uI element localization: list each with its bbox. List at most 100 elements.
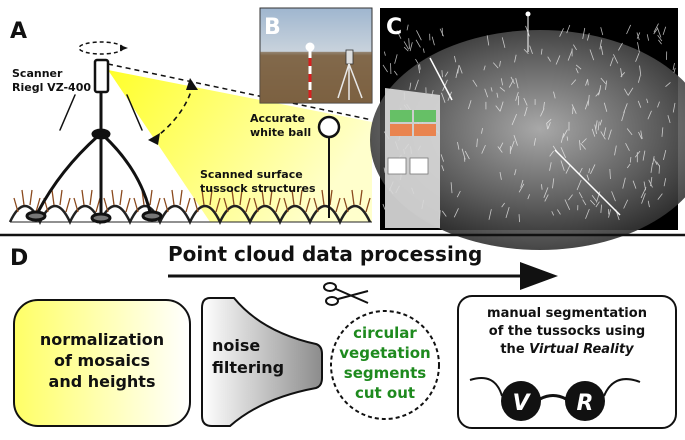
field-ground xyxy=(260,52,372,103)
point-cloud-stroke xyxy=(603,127,607,136)
point-cloud-stroke xyxy=(625,143,630,151)
point-cloud-stroke xyxy=(441,165,445,172)
vr-label-1: manual segmentation xyxy=(487,306,647,321)
vr-controller-ray-1 xyxy=(429,57,453,101)
point-cloud-stroke xyxy=(488,209,492,220)
point-cloud-stroke xyxy=(590,164,596,175)
tripod xyxy=(25,90,163,224)
point-cloud-stroke xyxy=(543,187,549,198)
double-arrow-icon xyxy=(154,84,194,139)
point-cloud-stroke xyxy=(636,32,640,41)
point-cloud-stroke xyxy=(657,101,660,108)
point-cloud-stroke xyxy=(672,62,675,71)
panel-a: A Scanner Riegl VZ-400 Accurate white ba… xyxy=(8,19,373,225)
point-cloud-stroke xyxy=(667,115,671,124)
point-cloud-stroke xyxy=(553,91,556,99)
normalization-label-3: and heights xyxy=(49,372,156,391)
point-cloud-stroke xyxy=(607,129,612,140)
point-cloud-stroke xyxy=(663,149,667,160)
point-cloud-stroke xyxy=(582,199,587,206)
point-cloud-stroke xyxy=(495,105,501,112)
point-cloud-stroke xyxy=(527,194,530,200)
point-cloud-stroke xyxy=(484,88,489,98)
point-cloud-stroke xyxy=(653,28,659,35)
point-cloud-stroke xyxy=(431,36,435,46)
panel-c: C xyxy=(370,8,685,250)
point-cloud-stroke xyxy=(403,41,410,50)
point-cloud-stroke xyxy=(637,75,641,83)
point-cloud-stroke xyxy=(416,30,422,41)
point-cloud-stroke xyxy=(415,58,419,64)
point-cloud-stroke xyxy=(560,160,565,171)
cutout-circle xyxy=(330,310,440,420)
point-cloud-stroke xyxy=(510,76,515,84)
point-cloud-stroke xyxy=(544,194,549,202)
point-cloud-stroke xyxy=(562,129,568,138)
surface-label-1: Scanned surface xyxy=(200,168,303,181)
point-cloud-stroke xyxy=(588,168,591,174)
point-cloud-stroke xyxy=(598,85,602,95)
point-cloud-stroke xyxy=(591,195,597,202)
point-cloud-stroke xyxy=(546,118,552,125)
point-cloud-stroke xyxy=(396,30,402,39)
point-cloud-stroke xyxy=(419,64,421,70)
point-cloud-stroke xyxy=(415,39,421,48)
point-cloud-stroke xyxy=(457,141,460,150)
point-cloud-stroke xyxy=(496,92,499,98)
point-cloud-stroke xyxy=(622,177,626,189)
point-cloud-stroke xyxy=(609,168,611,179)
point-cloud-stroke xyxy=(650,176,653,187)
ball-label-2: white ball xyxy=(250,126,311,139)
point-cloud-stroke xyxy=(637,100,642,108)
vr-glasses-letter-right: R xyxy=(577,391,594,416)
point-cloud-stroke xyxy=(441,70,443,78)
point-cloud-stroke xyxy=(589,49,595,61)
point-cloud-stroke xyxy=(492,62,499,69)
point-cloud-stroke xyxy=(499,101,504,112)
point-cloud-stroke xyxy=(652,156,655,165)
point-cloud-stroke xyxy=(609,57,614,67)
point-cloud-stroke xyxy=(643,181,647,191)
point-cloud-stroke xyxy=(501,37,506,48)
point-cloud-stroke xyxy=(568,194,573,201)
point-cloud-stroke xyxy=(578,192,583,199)
point-cloud-stroke xyxy=(611,191,616,202)
point-cloud-stroke xyxy=(586,174,590,181)
point-cloud-stroke xyxy=(626,128,633,136)
rotation-arrow-head xyxy=(120,45,128,51)
point-cloud-stroke xyxy=(499,142,504,150)
point-cloud-stroke xyxy=(499,172,502,180)
point-cloud-stroke xyxy=(455,68,459,78)
point-cloud-stroke xyxy=(546,123,548,130)
double-arrow-head-bottom xyxy=(148,133,160,145)
point-cloud-stroke xyxy=(457,65,460,74)
point-cloud-stroke xyxy=(595,120,598,130)
normalization-label-2: of mosaics xyxy=(54,351,150,370)
point-cloud-stroke xyxy=(587,33,590,41)
point-cloud-stroke xyxy=(621,111,625,122)
point-cloud-stroke xyxy=(406,24,409,31)
point-cloud-stroke xyxy=(456,190,461,198)
point-cloud-stroke xyxy=(409,42,413,52)
point-cloud-stroke xyxy=(382,203,386,210)
point-cloud-stroke xyxy=(501,202,505,208)
noise-filter-funnel xyxy=(201,297,323,427)
circular-label-4: cut out xyxy=(355,384,415,402)
vr-menu-panel xyxy=(385,88,440,228)
point-cloud-stroke xyxy=(614,145,617,156)
panel-c-letter: C xyxy=(386,15,402,40)
point-cloud-stroke xyxy=(523,48,529,55)
scan-beam xyxy=(108,70,372,222)
point-cloud-stroke xyxy=(657,193,663,200)
point-cloud-stroke xyxy=(658,39,662,45)
photo-pole xyxy=(305,42,315,100)
point-cloud-stroke xyxy=(383,51,386,56)
scanner-label-2: Riegl VZ-400 xyxy=(12,81,91,94)
point-cloud-stroke xyxy=(605,80,608,90)
point-cloud-stroke xyxy=(623,88,629,95)
point-cloud-stroke xyxy=(417,64,421,74)
point-cloud-stroke xyxy=(499,86,506,92)
point-cloud-stroke xyxy=(635,53,640,62)
point-cloud-stroke xyxy=(453,208,459,218)
point-cloud-stroke xyxy=(638,131,643,140)
